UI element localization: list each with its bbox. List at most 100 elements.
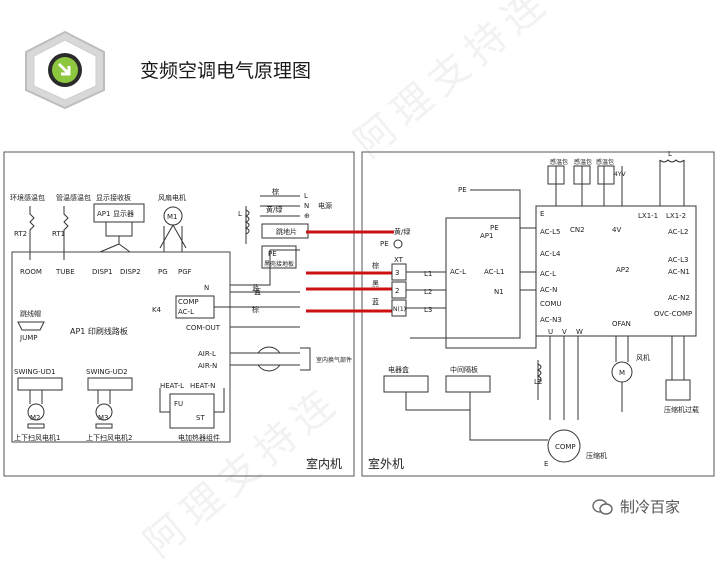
indoor-label: 室内机 — [306, 456, 342, 471]
ap2-top: 4V — [612, 226, 621, 234]
terminal-color: 蓝 — [372, 297, 379, 306]
ap2-pin: AC-N3 — [540, 316, 562, 324]
pin-label: AIR-L — [198, 350, 216, 358]
comp-name: 压缩机 — [586, 451, 607, 460]
jumper-label: JUMP — [19, 334, 37, 342]
mid-plate — [445, 375, 491, 393]
ap1-board — [445, 217, 521, 339]
air-label: 室内换气部件 — [316, 356, 352, 364]
swing-motor-icon — [95, 403, 113, 421]
ap2-pin: AC-L5 — [540, 228, 560, 236]
thermistor-icon — [29, 206, 35, 260]
ap2-label: AP2 — [616, 266, 629, 274]
pin-label: N — [204, 284, 209, 292]
jumper-title: 跳线帽 — [20, 309, 41, 318]
conn-label: DISP2 — [120, 268, 141, 276]
l-pin: L1 — [424, 270, 432, 278]
heater-part: ST — [196, 414, 205, 422]
jumper-icon — [17, 321, 45, 331]
ap1-pin: PE — [490, 224, 499, 232]
ap2-pin: AC-L — [540, 270, 556, 278]
power-term: ⊕ — [304, 212, 310, 220]
ap2-bottom: V — [562, 328, 567, 336]
power-term: N — [304, 202, 309, 210]
display-box-label: 显示器 — [113, 210, 134, 218]
board-label: AP1 印刷线路板 — [70, 326, 128, 336]
comp-box-label: COMP — [178, 298, 199, 306]
ap2-right: AC-L3 — [668, 256, 688, 264]
heater-part: FU — [174, 400, 183, 408]
swing-name: 上下扫风电机2 — [86, 433, 132, 442]
terminal-pe: PE — [380, 240, 389, 248]
elec-box-label: 电器盒 — [388, 365, 409, 374]
l2-label: L2 — [534, 378, 542, 386]
sensor-top: 感温包 — [550, 158, 568, 166]
rt-label: RT2 — [14, 230, 27, 238]
reactor-label: L — [668, 150, 672, 158]
ap2-top: LX1-1 — [638, 212, 658, 220]
hex-logo-icon — [25, 30, 105, 110]
swing-label: SWING-UD2 — [86, 368, 128, 376]
transformer-label: L — [238, 210, 242, 218]
terminal-num: N(1) — [393, 306, 406, 313]
ap2-pin: COMU — [540, 300, 562, 308]
interconnect-wires — [306, 230, 394, 313]
conn-label: PGF — [178, 268, 192, 276]
comp-label: COMP — [555, 443, 576, 451]
sensor-label: 风扇电机 — [158, 193, 186, 202]
brand-name: 制冷百家 — [619, 498, 680, 516]
power-label: 电源 — [318, 201, 332, 210]
wire-color: 棕 — [272, 187, 279, 196]
thermistor-icon — [63, 206, 69, 260]
sensor-label: 显示接收板 — [96, 193, 131, 202]
fan-label: 风机 — [636, 353, 650, 362]
sensor-top: 感温包 — [596, 158, 614, 166]
mid-plate-label: 中间隔板 — [450, 365, 478, 374]
l-pin: L2 — [424, 288, 432, 296]
terminal-num: 2 — [395, 287, 399, 295]
pin-label: HEAT-N — [190, 382, 215, 390]
valve-label: 4YV — [614, 171, 626, 178]
pe-plate: 跳地片 — [276, 227, 297, 236]
conn-label: PG — [158, 268, 168, 276]
ap2-right: AC-L2 — [668, 228, 688, 236]
overload-label: 压缩机过载 — [664, 405, 699, 414]
sensor-top: 感温包 — [574, 158, 592, 166]
swing-label: SWING-UD1 — [14, 368, 56, 376]
ap1-pin: AC-L — [450, 268, 466, 276]
l-pin: L3 — [424, 306, 432, 314]
ap2-right: AC-N2 — [668, 294, 690, 302]
page-title: 变频空调电气原理图 — [140, 60, 312, 82]
ap2-bottom: U — [548, 328, 553, 336]
terminal-color: 棕 — [372, 261, 379, 270]
wechat-icon — [592, 498, 613, 515]
display-box-ap1: AP1 — [97, 210, 110, 218]
ap2-top: CN2 — [570, 226, 585, 234]
indoor-board — [11, 251, 231, 443]
pe-box: PE — [268, 250, 277, 258]
display-board-box — [93, 203, 145, 223]
wire-color: 蓝 — [254, 287, 261, 296]
power-term: L — [304, 192, 308, 200]
pe-top: PE — [458, 186, 467, 194]
conn-label: TUBE — [55, 268, 75, 276]
sensor-label: 管温感温包 — [56, 193, 91, 202]
terminal-num: 3 — [395, 269, 399, 277]
swing-motor-icon — [27, 403, 45, 421]
fan-m: M — [619, 369, 625, 377]
ap2-top: LX1-2 — [666, 212, 686, 220]
heater-box — [169, 393, 215, 429]
swing-motor: M3 — [98, 414, 109, 422]
rt-label: RT1 — [52, 230, 65, 238]
comp-box-label: AC-L — [178, 308, 194, 316]
ap2-pin: AC-L4 — [540, 250, 561, 258]
outdoor-panel — [361, 151, 715, 477]
conn-label: DISP1 — [92, 268, 113, 276]
elec-box — [383, 375, 429, 393]
wire-color: 棕 — [252, 305, 259, 314]
ap2-bottom: W — [576, 328, 583, 336]
pin-label: COM-OUT — [186, 324, 221, 332]
wire-color: 黄/绿 — [266, 205, 282, 214]
heater-label: 电加热器组件 — [178, 433, 220, 442]
ap2-pin: E — [540, 210, 544, 218]
